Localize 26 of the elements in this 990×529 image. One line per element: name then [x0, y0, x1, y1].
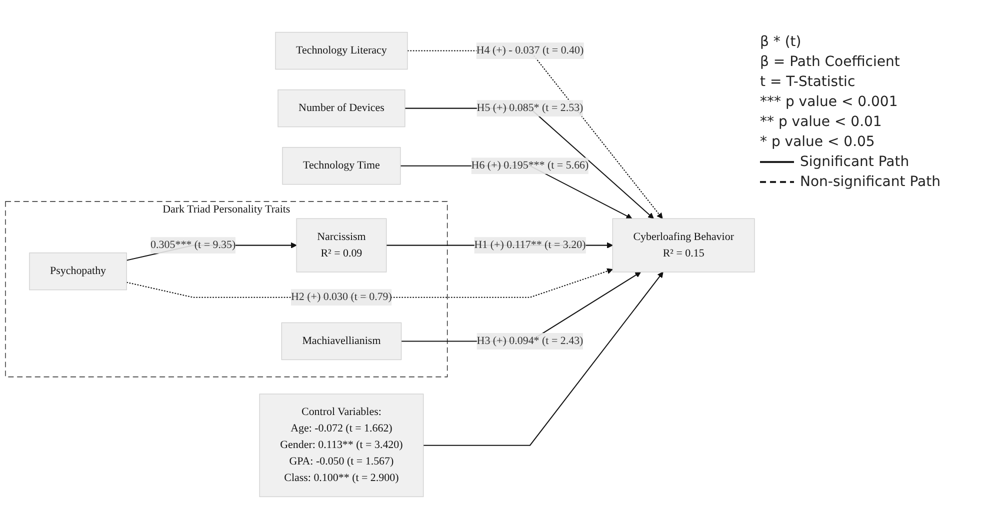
node-box: Psychopathy: [29, 252, 127, 290]
legend-note: ** p value < 0.01: [760, 114, 883, 130]
node-box: Narcissism R² = 0.09: [296, 218, 387, 272]
legend-note: β = Path Coefficient: [760, 54, 901, 70]
legend-note: t = T-Statistic: [760, 74, 856, 90]
node-box: Number of Devices: [278, 89, 406, 128]
edge-label: 0.305*** (t = 9.35): [150, 239, 236, 251]
edge-label: H5 (+) 0.085* (t = 2.53): [476, 102, 584, 114]
node-box: Control Variables: Age: -0.072 (t = 1.662) Gender: 0.113** (t = 3.420) GPA: -0.050 (t = 1.567) Class: 0.100** (t = 2.900): [259, 394, 424, 498]
edge-label: H3 (+) 0.094* (t = 2.43): [476, 335, 584, 347]
node-box: Technology Literacy: [275, 32, 408, 70]
legend-text: Significant Path: [800, 154, 910, 170]
node-box: Technology Time: [282, 147, 401, 185]
legend-text: Non-significant Path: [800, 174, 940, 190]
arrow: [407, 50, 663, 219]
legend-note: *** p value < 0.001: [760, 94, 899, 110]
arrow: [423, 272, 664, 446]
node-box: Cyberloafing Behavior R² = 0.15: [612, 218, 755, 272]
legend-note: * p value < 0.05: [760, 134, 876, 150]
arrow: [404, 108, 654, 219]
node-box: Machiavellianism: [281, 322, 402, 360]
edge-label: H4 (+) - 0.037 (t = 0.40): [476, 44, 584, 56]
legend-note: β * (t): [760, 34, 802, 50]
edge-label: H1 (+) 0.117** (t = 3.20): [474, 239, 586, 251]
edge-label: H6 (+) 0.195*** (t = 5.66): [471, 160, 589, 172]
edge-label: H2 (+) 0.030 (t = 0.79): [290, 291, 392, 303]
